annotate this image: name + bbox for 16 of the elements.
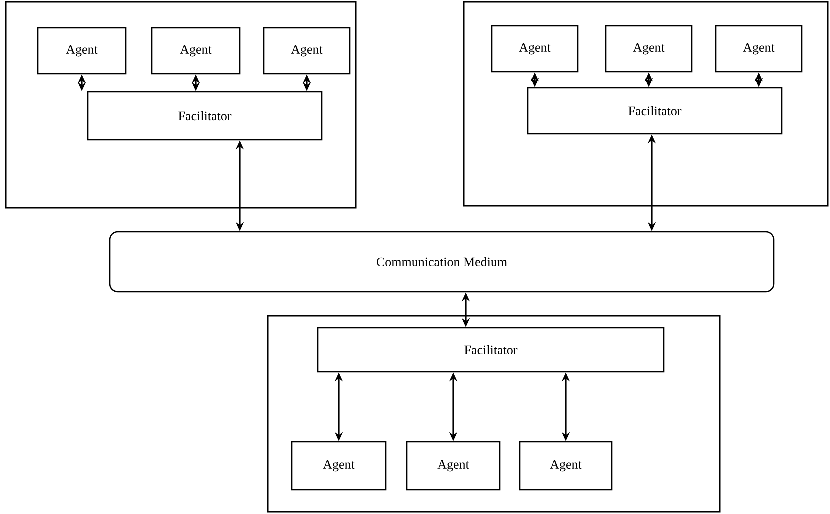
group-box	[463, 1, 829, 207]
agent-box: Agent	[406, 441, 501, 491]
facilitator-box: Facilitator	[527, 87, 783, 135]
group-box	[267, 315, 721, 513]
agent-box: Agent	[291, 441, 387, 491]
agent-box: Agent	[519, 441, 613, 491]
facilitator-box: Facilitator	[317, 327, 665, 373]
group-box	[5, 1, 357, 209]
agent-box: Agent	[37, 27, 127, 75]
agent-box: Agent	[715, 25, 803, 73]
agent-box: Agent	[491, 25, 579, 73]
facilitator-box: Facilitator	[87, 91, 323, 141]
medium-box: Communication Medium	[109, 231, 775, 293]
agent-box: Agent	[263, 27, 351, 75]
agent-box: Agent	[151, 27, 241, 75]
agent-box: Agent	[605, 25, 693, 73]
